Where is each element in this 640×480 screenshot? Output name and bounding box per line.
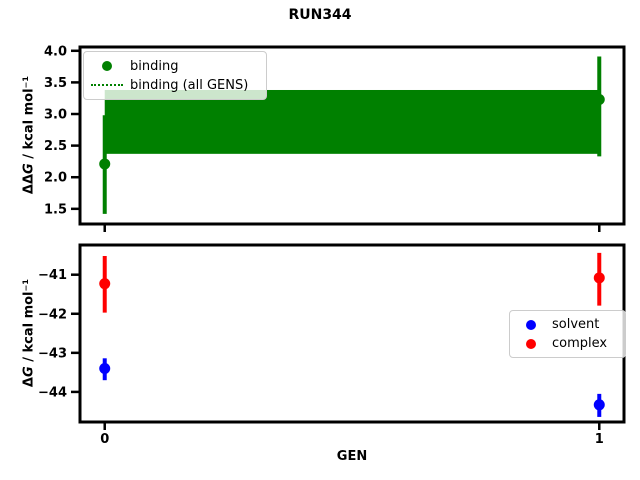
solvent-dot-icon [526,319,536,330]
legend-binding: binding binding (all GENS) [83,51,267,100]
y-tick-label: −41 [38,268,67,283]
data-point-solvent-gen0 [99,362,111,374]
uncertainty-band [104,89,600,154]
x-tick-label: 0 [100,432,109,447]
y-tick-label: 4.0 [44,44,67,59]
binding-all-gens-dotted-line-icon [91,84,123,86]
x-tick-label: 1 [595,432,604,447]
legend-label-binding-all-gens: binding (all GENS) [130,77,249,93]
data-point-complex-gen1 [593,272,605,284]
y-tick-label: −44 [38,385,67,400]
y-tick-label: 1.5 [44,202,67,217]
legend-entry-binding: binding [84,57,266,76]
subplot-0: 4.0 3.5 3.0 2.5 2.0 1.5 [44,44,626,232]
legend-label-binding: binding [130,58,179,74]
legend-label-complex: complex [552,336,608,351]
figure-title: RUN344 [288,7,352,23]
y-axis-label-top: ΔΔG / kcal mol⁻¹ [21,75,37,195]
data-point-binding-gen1 [593,93,605,105]
data-point-solvent-gen1 [593,399,605,411]
axes-frame-0 [78,45,626,226]
y-tick-label: 2.5 [44,139,67,154]
data-point-binding-gen0 [99,158,111,170]
legend-entry-binding-all-gens: binding (all GENS) [84,76,266,95]
y-axis-label-bottom: ΔG / kcal mol⁻¹ [21,278,37,388]
data-point-complex-gen0 [99,278,111,290]
y-tick-label: 3.0 [44,108,67,123]
legend-solvent-complex: solvent complex [509,310,626,358]
legend-entry-complex: complex [510,334,625,353]
y-tick-label: −42 [38,307,67,322]
complex-dot-icon [526,338,536,349]
y-tick-label: 3.5 [44,76,67,91]
legend-label-solvent: solvent [552,317,600,332]
binding-dot-icon [102,61,112,71]
subplot-1: −41 −42 −43 −44 0 1 [38,243,626,447]
x-axis-label: GEN [336,449,368,464]
y-tick-label: −43 [38,346,67,361]
y-tick-label: 2.0 [44,171,67,186]
legend-entry-solvent: solvent [510,315,625,334]
